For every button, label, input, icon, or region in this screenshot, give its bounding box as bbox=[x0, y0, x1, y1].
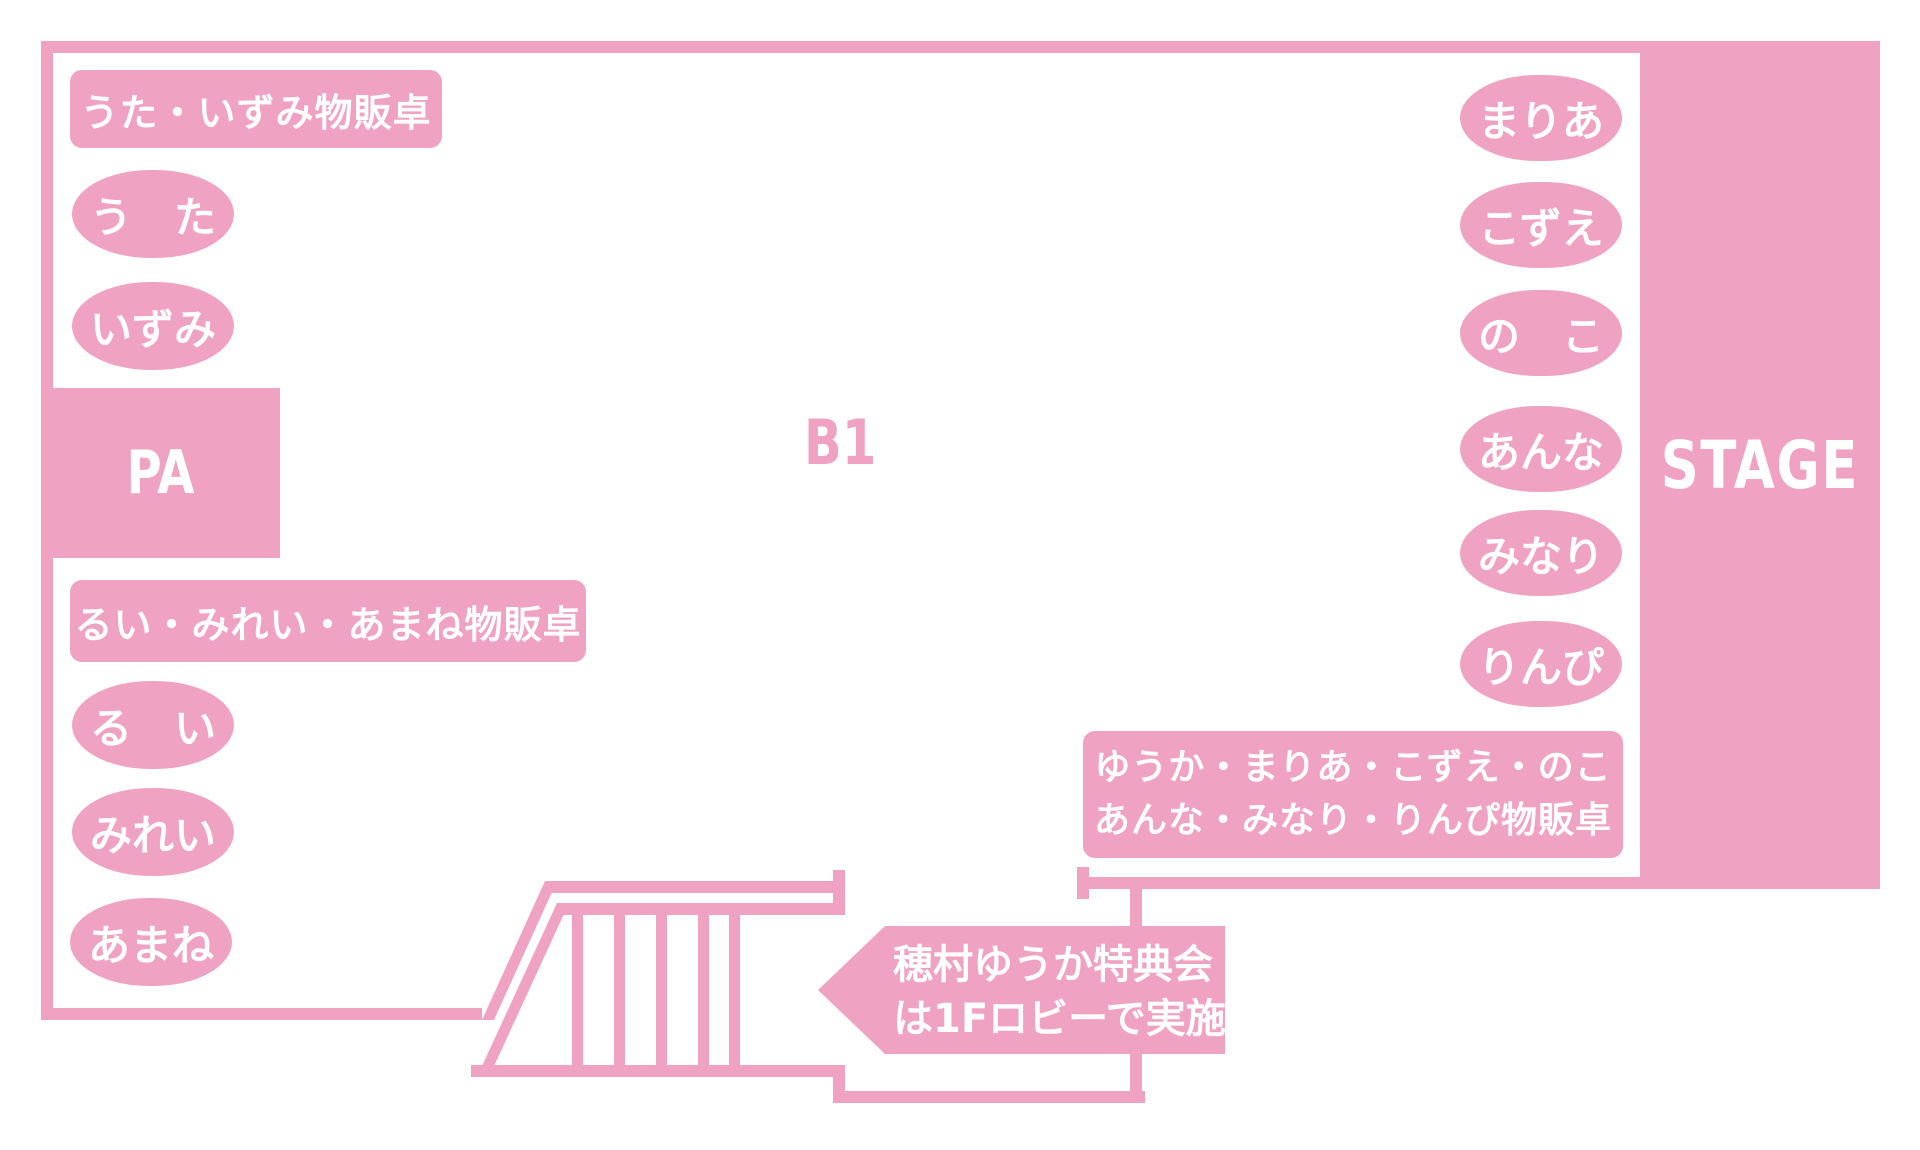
wall-bottom-right-endcap bbox=[1077, 867, 1089, 899]
oval-rinpi: りんぴ bbox=[1460, 621, 1622, 707]
pa-booth: PA bbox=[41, 388, 280, 558]
floor-label-b1: B1 bbox=[770, 406, 910, 479]
venue-walls bbox=[41, 41, 1880, 1020]
stairs-note-line1: 穂村ゆうか特典会 bbox=[893, 942, 1213, 988]
stair-outer-slant bbox=[482, 881, 557, 1020]
uta-izumi-table-label-text: うた・いずみ物販卓 bbox=[80, 90, 432, 135]
stairs-note-line2: は1Fロビーで実施 bbox=[893, 996, 1226, 1042]
oval-noko: の こ bbox=[1460, 290, 1622, 376]
stair-top-rail bbox=[545, 881, 845, 893]
oval-uta: う た bbox=[72, 170, 234, 258]
wall-top bbox=[41, 41, 1880, 53]
oval-minari-label: みなり bbox=[1477, 531, 1604, 581]
oval-izumi: いずみ bbox=[72, 282, 234, 370]
oval-rui: る い bbox=[72, 681, 234, 769]
oval-minari: みなり bbox=[1460, 510, 1622, 596]
stage-area: STAGE bbox=[1640, 41, 1880, 889]
stairs-note-arrow bbox=[818, 926, 1225, 1054]
yuuka-group-table-label-line1: ゆうか・まりあ・こずえ・のこ bbox=[1094, 747, 1612, 789]
oval-anna-label: あんな bbox=[1477, 427, 1604, 477]
stair-second-rail bbox=[563, 903, 833, 915]
oval-rinpi-label: りんぴ bbox=[1477, 642, 1604, 692]
rui-mirei-amane-table-label-text: るい・みれい・あまね物販卓 bbox=[74, 602, 582, 647]
stage-area-label: STAGE bbox=[1660, 426, 1860, 504]
corridor-bottom-wall bbox=[833, 1091, 1145, 1103]
oval-maria: まりあ bbox=[1460, 75, 1622, 161]
wall-bottom-left bbox=[41, 1008, 482, 1020]
oval-kozue: こずえ bbox=[1460, 182, 1622, 268]
oval-amane: あまね bbox=[70, 898, 232, 986]
stair-step bbox=[614, 915, 625, 1065]
stair-right-endcap bbox=[833, 870, 845, 915]
yuuka-group-table-label: ゆうか・まりあ・こずえ・のこ あんな・みなり・りんぴ物販卓 bbox=[1083, 731, 1623, 858]
oval-rui-label: る い bbox=[89, 703, 216, 753]
floor-label-b1-text: B1 bbox=[803, 406, 877, 479]
oval-uta-label: う た bbox=[89, 192, 216, 242]
oval-izumi-label: いずみ bbox=[89, 304, 216, 354]
yuuka-group-table-label-line2: あんな・みなり・りんぴ物販卓 bbox=[1093, 799, 1612, 841]
wall-bottom-right bbox=[1088, 877, 1640, 889]
oval-maria-label: まりあ bbox=[1477, 96, 1604, 146]
oval-noko-label: の こ bbox=[1477, 311, 1604, 361]
stair-step bbox=[698, 915, 709, 1065]
oval-anna: あんな bbox=[1460, 406, 1622, 492]
stair-bottom-rail bbox=[471, 1065, 845, 1077]
rui-mirei-amane-table-label: るい・みれい・あまね物販卓 bbox=[70, 580, 586, 662]
oval-mirei-label: みれい bbox=[89, 810, 216, 860]
oval-amane-label: あまね bbox=[87, 920, 214, 970]
uta-izumi-table-label: うた・いずみ物販卓 bbox=[70, 70, 442, 148]
oval-kozue-label: こずえ bbox=[1478, 203, 1604, 253]
stair-step bbox=[656, 915, 667, 1065]
staircase bbox=[471, 870, 845, 1077]
stair-inner-slant bbox=[477, 903, 569, 1077]
pa-booth-label: PA bbox=[126, 438, 195, 508]
stair-step bbox=[729, 915, 740, 1065]
stairs-note: 穂村ゆうか特典会 は1Fロビーで実施 bbox=[893, 938, 1226, 1046]
oval-mirei: みれい bbox=[72, 788, 234, 876]
stair-step bbox=[572, 915, 583, 1065]
